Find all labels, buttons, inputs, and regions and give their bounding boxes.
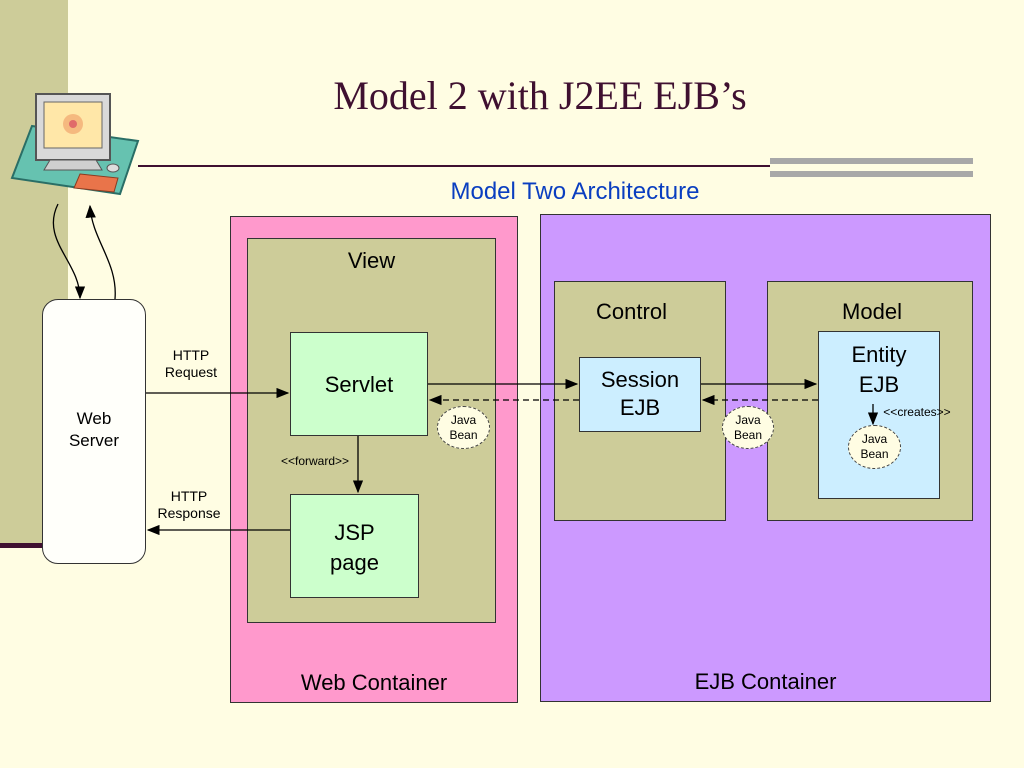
- client-request-arrow: [52, 203, 86, 300]
- decor-bar-top: [770, 158, 973, 164]
- entity-ejb-box: [818, 331, 940, 499]
- web-container-label: Web Container: [300, 670, 448, 695]
- model-label: Model: [842, 299, 902, 324]
- session-ejb-box: [579, 357, 701, 432]
- forward-label: <<forward>>: [280, 454, 350, 468]
- slide-title: Model 2 with J2EE EJB’s: [333, 73, 747, 118]
- jsp-page-box: [290, 494, 419, 598]
- servlet-label: Servlet: [324, 372, 394, 397]
- diagram-heading: Model Two Architecture: [450, 178, 700, 205]
- computer-monitor-icon: [10, 93, 140, 196]
- title-underline: [138, 165, 770, 167]
- decor-bar-bottom: [770, 171, 973, 177]
- control-label: Control: [596, 299, 667, 324]
- creates-label: <<creates>>: [883, 405, 951, 419]
- client-response-arrow: [85, 204, 116, 300]
- ejb-container-label: EJB Container: [694, 669, 837, 694]
- view-label: View: [347, 248, 396, 273]
- web-server-box: [42, 299, 146, 564]
- servlet-box: [290, 332, 428, 436]
- left-decor-rule: [0, 543, 44, 548]
